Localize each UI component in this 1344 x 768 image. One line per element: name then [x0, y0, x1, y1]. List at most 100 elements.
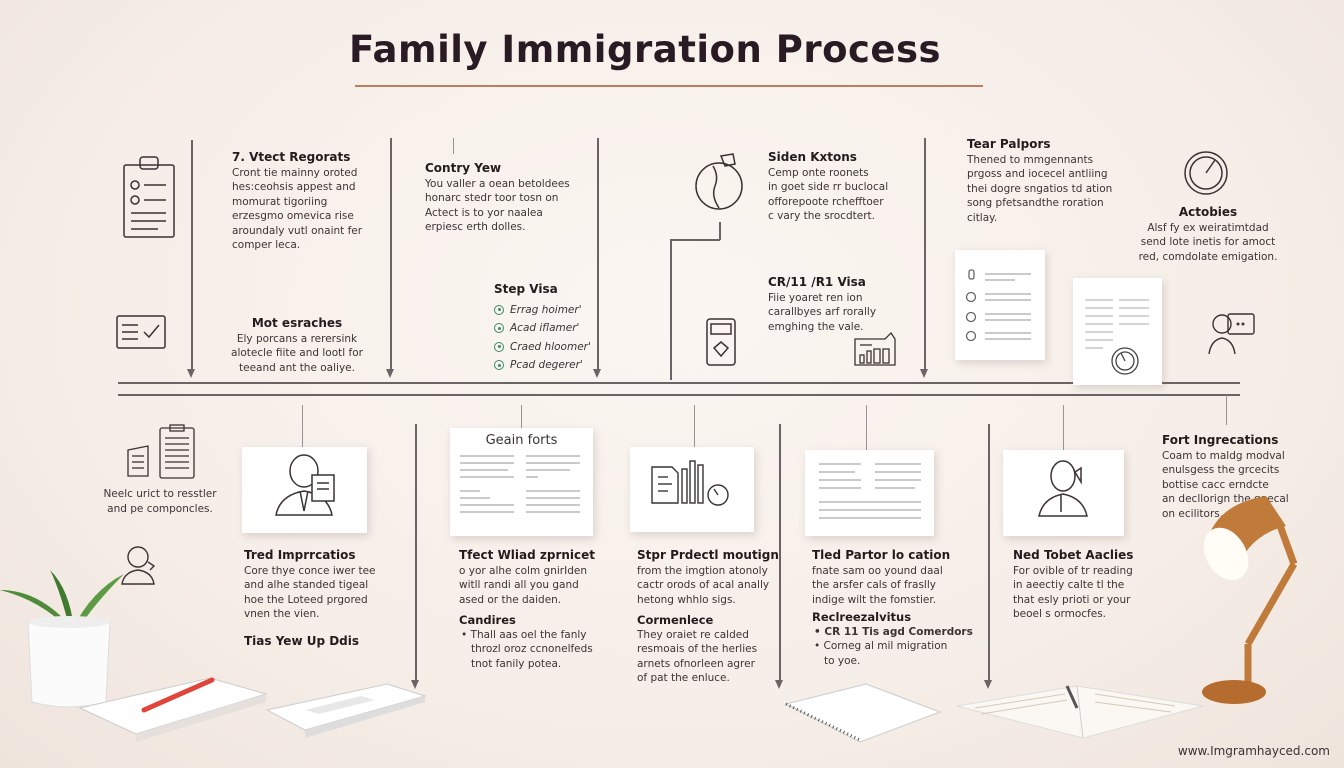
arrow-down-icon — [187, 369, 195, 378]
connector-line — [670, 240, 672, 380]
connector-line — [694, 405, 695, 447]
bullet-text: Thall aas oel the fanly throzl oroz ccno… — [470, 628, 593, 670]
connector-line — [670, 239, 720, 241]
list-item: Pcad degerer' — [494, 356, 591, 375]
list-item-label: Craed hloomer' — [510, 340, 591, 353]
arrow-down-icon — [411, 680, 419, 689]
step-description: You valler a oean betoldees honarc stedr… — [425, 177, 570, 234]
check-circle-icon — [494, 341, 504, 352]
list-item: Craed hloomer' — [494, 338, 591, 357]
step-title: 7. Vtect Regorats — [232, 150, 351, 164]
connector-line — [415, 424, 417, 680]
step-description: from the imgtion atonoly cactr orods of … — [637, 564, 770, 606]
list-item-label: Pcad degerer' — [510, 359, 583, 371]
step-title: Tled Partor lo cation — [812, 548, 951, 562]
timeline-line-lower — [118, 394, 1240, 396]
businessman-card — [242, 447, 367, 533]
document-clock-icon — [1085, 299, 1149, 375]
professional-card — [1003, 450, 1124, 536]
step-description: Alsf fy ex weiratimtdad send lote inetis… — [1138, 221, 1278, 263]
connector-line — [988, 424, 990, 680]
connector-line — [924, 138, 926, 370]
forms-lines-icon — [460, 455, 580, 513]
list-document-icon — [965, 269, 1031, 342]
step-block: Neelc urict to resstler and pe componcle… — [90, 487, 230, 516]
list-item: Errag hoimer' — [494, 301, 591, 320]
step-title: Ned Tobet Aaclies — [1013, 548, 1134, 562]
page-title: Family Immigration Process — [348, 28, 942, 71]
connector-line — [521, 405, 522, 428]
arrow-down-icon — [386, 369, 394, 378]
arrow-down-icon — [920, 369, 928, 378]
document-card — [1073, 278, 1162, 385]
bullet-item: • Corneg al mil migration to yoe. — [814, 640, 948, 667]
step-title: Step Visa — [494, 282, 558, 296]
step-block: CR/11 /R1 Visa Fiie yoaret ren ion caral… — [768, 275, 876, 334]
connector-line — [866, 405, 867, 450]
connector-line — [779, 424, 781, 680]
timeline-line-upper — [118, 382, 1240, 384]
step-block: Fort Ingrecations Coam to maldg modval e… — [1162, 433, 1289, 521]
check-circle-icon — [494, 360, 504, 371]
checklist-card — [955, 250, 1045, 360]
website-footer: www.Imgramhayced.com — [1177, 744, 1330, 758]
globe-icon — [695, 153, 743, 210]
arrow-down-icon — [984, 680, 992, 689]
step-title: Stpr Prdectl moutign — [637, 548, 779, 562]
check-circle-icon — [494, 304, 504, 315]
document-card — [805, 450, 934, 536]
connector-line — [390, 138, 392, 370]
step-block: Ned Tobet Aaclies For ovible of tr readi… — [1013, 548, 1133, 622]
documents-chart-icon — [651, 460, 729, 506]
list-item-label: Errag hoimer' — [510, 303, 582, 316]
forms-card: Geain forts — [450, 428, 593, 536]
step-block: 7. Vtect Regorats Cront tie mainny orote… — [232, 150, 362, 253]
connector-line — [191, 140, 193, 370]
step-title: Tred Imprrcatios — [244, 548, 356, 562]
plant — [0, 570, 124, 708]
step-title: Tear Palpors — [967, 137, 1051, 151]
step-title: Mot esraches — [251, 316, 343, 330]
notebook — [265, 683, 427, 738]
step-block: Siden Kxtons Cemp onte roonets in goet s… — [768, 150, 888, 224]
step-block: Stpr Prdectl moutign from the imgtion at… — [637, 548, 779, 686]
step-description: Thened to mmgennants prgoss and iocecel … — [967, 153, 1113, 224]
clipboard-icon — [123, 156, 175, 238]
step-subtitle: Reclreezalvitus — [812, 610, 912, 624]
step-title: CR/11 /R1 Visa — [768, 275, 866, 289]
step-block: Mot esraches Ely porcans a rerersink alo… — [222, 316, 372, 375]
step-description: Core thye conce iwer tee and alhe stande… — [244, 564, 376, 621]
step-block: Tfect Wliad zprnicet o yor alhe colm gni… — [459, 548, 595, 671]
step-description: Neelc urict to resstler and pe componcle… — [103, 488, 217, 515]
step-block: Contry Yew You valler a oean betoldees h… — [425, 161, 570, 235]
step-description: Cront tie mainny oroted hes:ceohsis appe… — [232, 166, 363, 252]
step-block: Tred Imprrcatios Core thye conce iwer te… — [244, 548, 376, 648]
step-subtitle: Candires — [459, 613, 516, 627]
bullet-text: CR 11 Tis agd Comerdors — [824, 625, 973, 638]
step-subtitle: Cormenlece — [637, 613, 714, 627]
card-title: Geain forts — [485, 433, 558, 448]
document-lines-icon — [819, 463, 921, 519]
calculator-icon — [706, 318, 736, 366]
step-description: Fiie yoaret ren ion carallbyes arf roral… — [768, 291, 877, 333]
step-description: fnate sam oo yound daal the arsfer cals … — [812, 564, 943, 606]
person-headset-icon — [121, 546, 156, 585]
clock-icon — [1184, 151, 1228, 195]
documents-chart-card — [630, 447, 754, 532]
step-block: Tled Partor lo cation fnate sam oo yound… — [812, 548, 973, 668]
connector-line — [597, 138, 599, 370]
bullet-item: • Thall aas oel the fanly throzl oroz cc… — [461, 628, 593, 670]
chart-icon — [854, 331, 896, 366]
step-subtitle: Tias Yew Up Ddis — [244, 633, 360, 648]
arrow-down-icon — [593, 369, 601, 378]
step-visa-block: Step Visa Errag hoimer' Acad iflamer' Cr… — [494, 282, 591, 375]
step-description: Coam to maldg modval enulsgess the grcec… — [1162, 449, 1289, 520]
step-block: Tear Palpors Thened to mmgennants prgoss… — [967, 137, 1112, 225]
step-title: Contry Yew — [425, 161, 502, 175]
step-block: Actobies Alsf fy ex weiratimtdad send lo… — [1128, 205, 1288, 264]
checklist-icon — [116, 315, 166, 349]
professional-icon — [1038, 460, 1088, 517]
connector-line — [1226, 395, 1227, 425]
step-description: Cemp onte roonets in goet side rr bucloc… — [768, 166, 889, 223]
connector-line — [302, 405, 303, 447]
